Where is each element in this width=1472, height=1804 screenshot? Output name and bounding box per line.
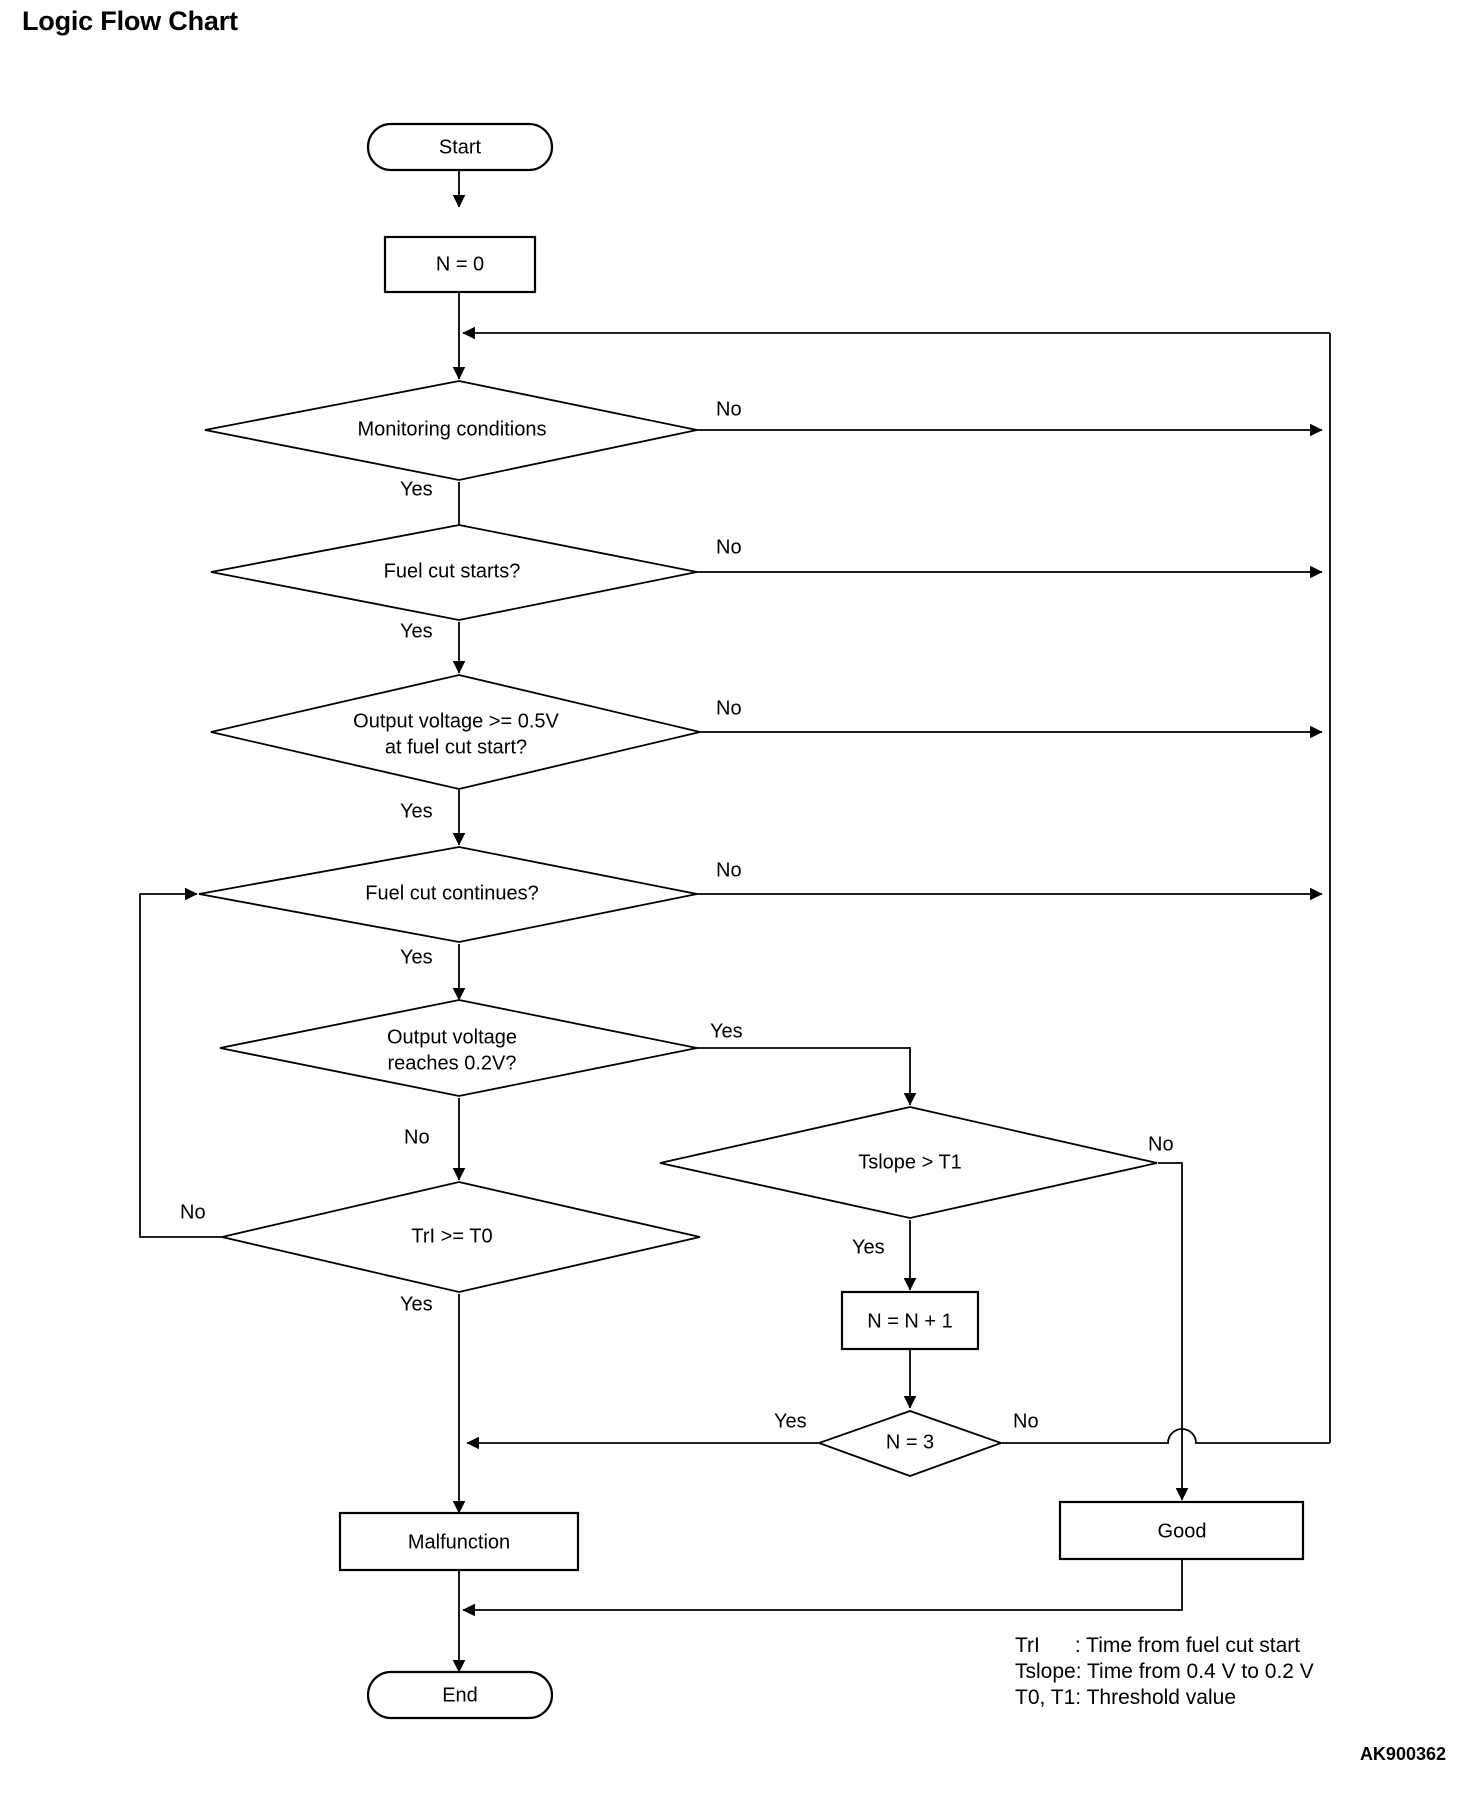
node-output-voltage-02v [219, 999, 698, 1097]
node-monitoring-conditions-label: Monitoring conditions [358, 418, 547, 440]
legend-line-tslope: Tslope: Time from 0.4 V to 0.2 V [1015, 1660, 1314, 1683]
node-start-label: Start [439, 136, 482, 158]
edge-label-trl-yes: Yes [400, 1293, 433, 1315]
node-trl-ge-t0 [221, 1181, 701, 1293]
edge-label-fuelcut-yes: Yes [400, 620, 433, 642]
edge-label-volt02-no: No [404, 1126, 430, 1148]
node-output-voltage-05v-line1: Output voltage >= 0.5V [353, 710, 559, 732]
node-n-increment [840, 1290, 980, 1351]
node-good [1058, 1500, 1305, 1561]
edge-label-monitor-yes: Yes [400, 478, 433, 500]
node-fuel-cut-continues-label: Fuel cut continues? [365, 882, 538, 904]
node-fuel-cut-continues [198, 846, 698, 943]
node-n0-label: N = 0 [436, 253, 484, 275]
node-output-voltage-05v-line2: at fuel cut start? [385, 736, 527, 758]
edge-label-tslope-yes: Yes [852, 1236, 885, 1258]
edge-label-fcont-no: No [716, 859, 742, 881]
node-tslope-gt-t1-label: Tslope > T1 [858, 1151, 962, 1173]
node-fuel-cut-starts [210, 524, 698, 621]
node-n-equals-3-label: N = 3 [886, 1431, 934, 1453]
edge-label-volt05-no: No [716, 697, 742, 719]
edge-label-tslope-no: No [1148, 1133, 1174, 1155]
node-end [366, 1670, 554, 1720]
node-output-voltage-02v-line2: reaches 0.2V? [388, 1052, 517, 1074]
node-malfunction [338, 1511, 580, 1572]
edge-label-trl-no: No [180, 1201, 206, 1223]
node-n0 [383, 235, 537, 294]
legend-line-trl: TrI : Time from fuel cut start [1015, 1634, 1300, 1657]
page-title: Logic Flow Chart [22, 6, 238, 36]
legend-line-thresholds: T0, T1: Threshold value [1015, 1686, 1236, 1709]
edge-trl-no-loop [139, 887, 225, 1238]
edge-n3-no [1002, 1428, 1330, 1444]
node-trl-ge-t0-label: TrI >= T0 [411, 1225, 492, 1247]
node-monitoring-conditions [204, 380, 698, 481]
edge-label-n3-no: No [1013, 1410, 1039, 1432]
node-n-increment-label: N = N + 1 [867, 1310, 953, 1332]
edge-tslope-no [1158, 1162, 1189, 1501]
edge-label-volt02-yes: Yes [710, 1020, 743, 1042]
edge-label-volt05-yes: Yes [400, 800, 433, 822]
edge-label-monitor-no: No [716, 398, 742, 420]
edge-label-fcont-yes: Yes [400, 946, 433, 968]
node-fuel-cut-starts-label: Fuel cut starts? [384, 560, 521, 582]
edge-label-n3-yes: Yes [774, 1410, 807, 1432]
node-malfunction-label: Malfunction [408, 1531, 510, 1553]
edge-label-fuelcut-no: No [716, 536, 742, 558]
node-tslope-gt-t1 [659, 1106, 1158, 1219]
node-n-equals-3 [816, 1410, 1004, 1477]
edge-volt02-yes [693, 1047, 917, 1106]
edge-good-to-end [462, 1559, 1183, 1617]
node-start [366, 122, 554, 172]
node-output-voltage-05v [210, 674, 701, 790]
node-output-voltage-02v-line1: Output voltage [387, 1026, 517, 1048]
node-good-label: Good [1158, 1520, 1207, 1542]
node-end-label: End [442, 1684, 478, 1706]
figure-code: AK900362 [1359, 1744, 1446, 1764]
